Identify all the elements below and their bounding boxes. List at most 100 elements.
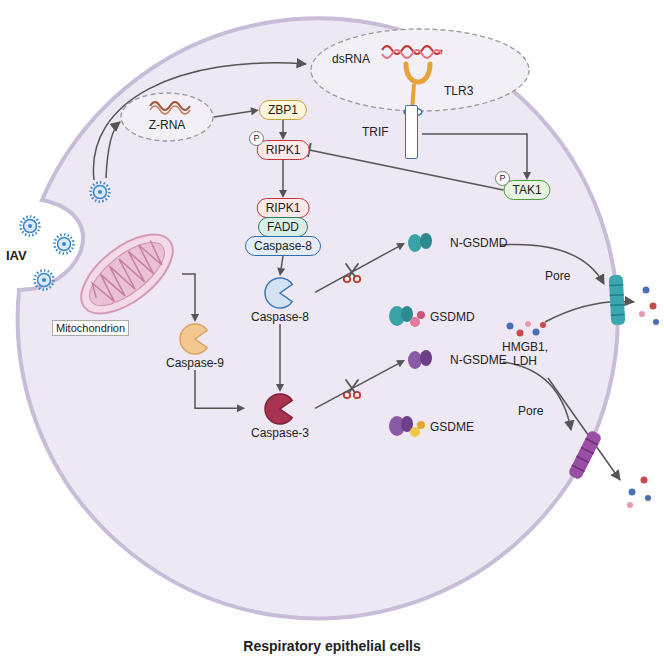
flow-connector bbox=[182, 274, 199, 322]
connector-line bbox=[315, 247, 398, 292]
art-use bbox=[55, 235, 74, 254]
graphic-part bbox=[417, 421, 425, 429]
connector-line bbox=[422, 134, 527, 172]
endosome-ellipse: Z-RNA bbox=[120, 92, 214, 142]
node-text: RIPK1 bbox=[266, 201, 301, 215]
art-circle bbox=[639, 311, 645, 317]
flow-connector bbox=[214, 107, 259, 117]
node-text: TLR3 bbox=[444, 84, 473, 98]
connector-line bbox=[281, 256, 283, 268]
phospho-mark: P bbox=[249, 131, 264, 146]
connector-line bbox=[282, 120, 284, 132]
phospho-mark: P bbox=[495, 171, 510, 186]
graphic-part bbox=[121, 93, 213, 141]
arrow-head bbox=[237, 404, 245, 412]
art-circle bbox=[650, 303, 657, 310]
arrow-head bbox=[523, 172, 531, 180]
gsdme-pore bbox=[567, 430, 602, 481]
shape-graphic bbox=[120, 92, 214, 142]
graphic-part bbox=[410, 317, 420, 327]
node-text: GSDME bbox=[430, 420, 474, 434]
shape-graphic bbox=[310, 28, 530, 112]
node-text: Caspase-8 bbox=[245, 310, 315, 324]
node-text: HMGB1, LDH bbox=[499, 340, 551, 368]
graphic-part bbox=[408, 234, 422, 252]
arrow-head bbox=[191, 314, 199, 322]
gasdermin-node: GSDME bbox=[385, 412, 474, 442]
art-circle bbox=[629, 489, 636, 496]
arrow-head bbox=[276, 384, 284, 392]
art-path bbox=[106, 122, 120, 178]
shape-graphic bbox=[385, 302, 427, 332]
caspase-node: Caspase-9 bbox=[160, 322, 230, 370]
art-path bbox=[500, 244, 604, 284]
graphic-part bbox=[68, 219, 186, 328]
flow-connector bbox=[195, 370, 245, 412]
art-rect bbox=[567, 430, 602, 481]
graphic-part bbox=[507, 323, 514, 330]
art-use bbox=[91, 183, 110, 202]
art-path bbox=[609, 285, 625, 316]
graphic-part bbox=[86, 237, 168, 312]
art-circle bbox=[627, 502, 633, 508]
connector-line bbox=[282, 160, 284, 190]
art-use bbox=[344, 264, 360, 282]
gasdermin-node: N-GSDMD bbox=[405, 228, 507, 258]
flow-connector bbox=[276, 324, 284, 392]
protein-box: Caspase-8 bbox=[245, 236, 321, 256]
graphic-part bbox=[80, 231, 174, 316]
node-text: GSDMD bbox=[430, 310, 475, 324]
flow-connector bbox=[279, 120, 287, 140]
art-use bbox=[35, 271, 54, 290]
graphic-part bbox=[150, 106, 190, 114]
arrow-head bbox=[279, 132, 287, 140]
protein-box: RIPK1 bbox=[257, 140, 310, 160]
art-use bbox=[21, 217, 40, 236]
figure-title: Respiratory epithelial cells bbox=[0, 638, 664, 654]
flow-connector bbox=[315, 243, 405, 292]
node-text: TRIF bbox=[362, 125, 389, 139]
caspase-node: Caspase-8 bbox=[245, 276, 315, 324]
graphic-part bbox=[417, 311, 425, 319]
protein-box: FADD bbox=[258, 217, 308, 237]
art-circle bbox=[645, 495, 651, 501]
graphic-part bbox=[420, 233, 432, 249]
connector-line bbox=[214, 111, 251, 117]
shape-graphic bbox=[385, 412, 427, 442]
connector-line bbox=[279, 324, 281, 384]
protein-box: ZBP1 bbox=[259, 100, 307, 120]
graphic-part bbox=[406, 64, 430, 82]
arrow-head bbox=[396, 243, 405, 250]
shape-graphic bbox=[72, 232, 182, 316]
caspase-node: Caspase-3 bbox=[245, 392, 315, 440]
node-text: Mitochondrion bbox=[52, 320, 129, 336]
shape-graphic bbox=[178, 322, 212, 356]
node-text: N-GSDMD bbox=[450, 236, 507, 250]
connector-line bbox=[315, 364, 398, 409]
cell-membrane bbox=[18, 18, 618, 618]
released-molecules bbox=[627, 287, 659, 509]
art-circle bbox=[641, 477, 648, 484]
endosome-ellipse: dsRNA TLR3 bbox=[310, 28, 530, 112]
gsdmd-pore bbox=[609, 275, 626, 326]
node-text: FADD bbox=[267, 220, 299, 234]
connector-line bbox=[182, 274, 195, 314]
node-text: TAK1 bbox=[512, 183, 541, 197]
node-text: ZBP1 bbox=[268, 103, 298, 117]
graphic-part bbox=[410, 427, 420, 437]
protein-box: TAK1 bbox=[503, 180, 550, 200]
node-text: dsRNA bbox=[332, 52, 370, 66]
node-text: Caspase-3 bbox=[245, 426, 315, 440]
node-text: N-GSDME bbox=[450, 353, 507, 367]
flow-connector bbox=[422, 134, 531, 180]
annotation-label: Pore bbox=[545, 269, 570, 283]
art-circle bbox=[643, 287, 650, 294]
graphic-part bbox=[525, 321, 531, 327]
shape-graphic bbox=[405, 345, 447, 375]
graphic-part bbox=[265, 278, 292, 308]
graphic-part bbox=[382, 50, 442, 58]
graphic-part bbox=[311, 29, 529, 111]
annotation-label: IAV bbox=[6, 248, 27, 263]
art-path bbox=[572, 438, 598, 471]
